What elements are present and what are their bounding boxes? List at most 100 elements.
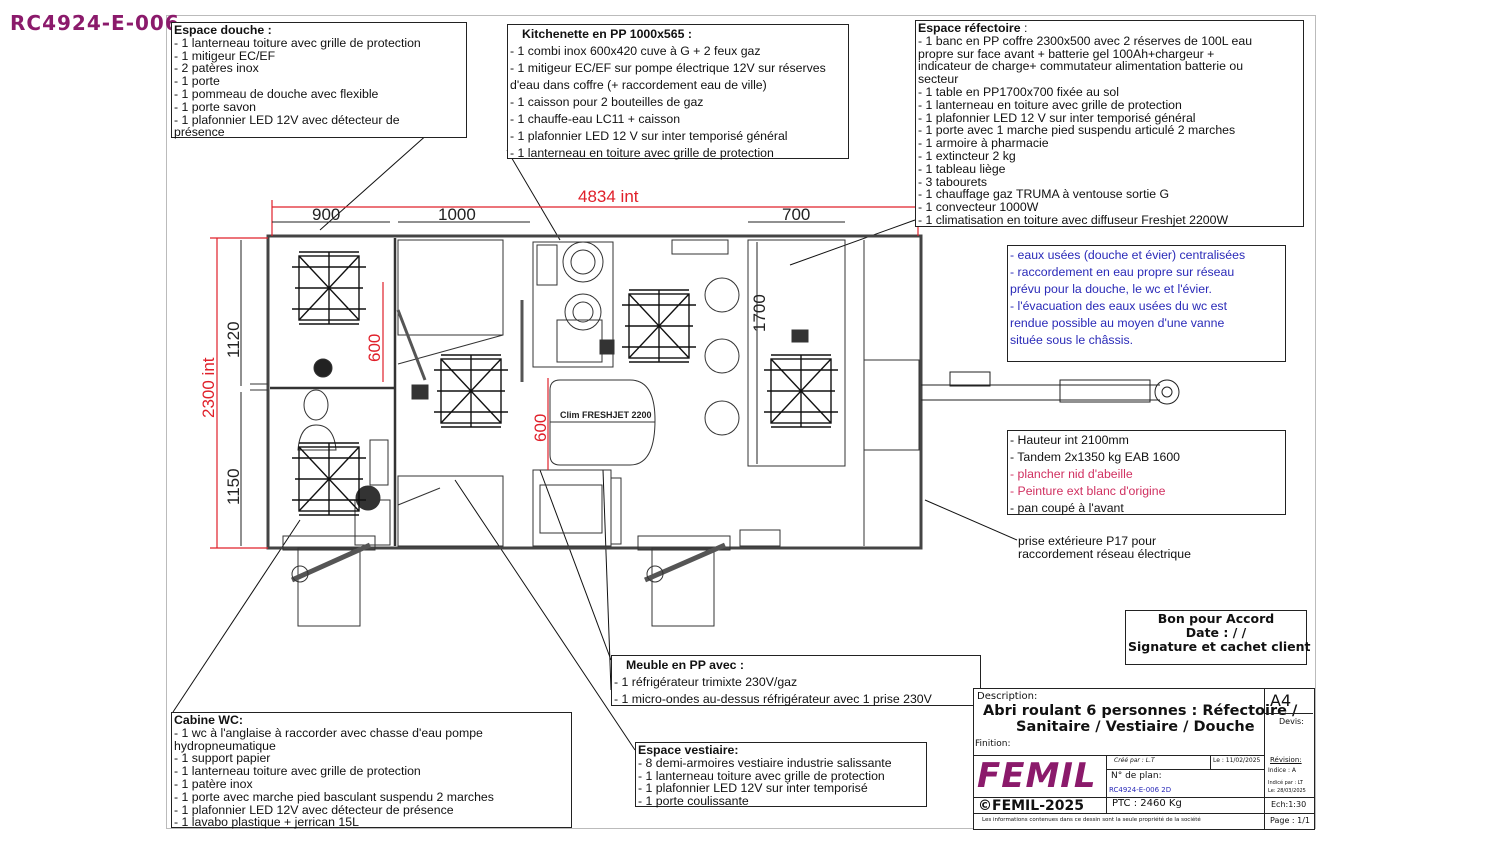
dim-total-length: 4834 int xyxy=(578,187,639,206)
note-title: Cabine WC: xyxy=(174,713,243,727)
note-title: Meuble en PP avec : xyxy=(626,658,745,672)
clim-label: Clim FRESHJET 2200 xyxy=(560,410,652,420)
note-line: - 1 support papier xyxy=(174,751,271,766)
note-line: située sous le châssis. xyxy=(1010,333,1134,347)
note-title: Kitchenette en PP 1000x565 : xyxy=(522,27,692,41)
description-line-2: Sanitaire / Vestiaire / Douche xyxy=(1016,719,1255,735)
sheet-frame xyxy=(166,15,1316,829)
femil-logo: FEMIL xyxy=(977,756,1097,796)
note-line: - 1 extincteur 2 kg xyxy=(918,148,1016,163)
note-eaux-usees: - eaux usées (douche et évier) centralis… xyxy=(1007,245,1286,362)
created-by: Créé par : L.T xyxy=(1114,757,1155,764)
note-line: - raccordement en eau propre sur réseau xyxy=(1010,265,1235,279)
chair-icon xyxy=(764,354,838,428)
note-kitchenette: Kitchenette en PP 1000x565 : - 1 combi i… xyxy=(507,24,849,160)
finition-label: Finition: xyxy=(975,739,1011,749)
created-date: Le : 11/02/2025 xyxy=(1213,757,1261,764)
note-line: - 1 micro-ondes au-dessus réfrigérateur … xyxy=(614,692,932,706)
plan-number: RC4924-E-006 2D xyxy=(1109,786,1172,794)
note-line: - 1 tableau liège xyxy=(918,161,1006,176)
note-line: - 1 caisson pour 2 bouteilles de gaz xyxy=(510,95,704,109)
note-line: prévu pour la douche, le wc et l'évier. xyxy=(1010,282,1212,296)
dim-700: 700 xyxy=(782,205,810,224)
dim-900: 900 xyxy=(312,205,340,224)
note-line: - 1 porte savon xyxy=(174,99,257,114)
dim-1000: 1000 xyxy=(438,205,476,224)
note-line: - 2 patères inox xyxy=(174,61,259,76)
approval-box: Bon pour Accord Date : / / Signature et … xyxy=(1125,610,1311,665)
spec-line: - Tandem 2x1350 kg EAB 1600 xyxy=(1010,450,1180,464)
chair-icon xyxy=(434,354,508,428)
chair-icon xyxy=(292,442,366,516)
note-title: Espace réfectoire xyxy=(918,21,1021,35)
note-line: - 1 porte avec 1 marche pied suspendu ar… xyxy=(918,123,1236,138)
note-line: - 1 plafonnier LED 12V avec détecteur de xyxy=(174,112,400,127)
note-line: - 1 patère inox xyxy=(174,776,253,791)
note-line: prise extérieure P17 pour xyxy=(1018,534,1157,548)
note-line: rendue possible au moyen d'une vanne xyxy=(1010,316,1225,330)
note-line: - 1 combi inox 600x420 cuve à G + 2 feux… xyxy=(510,44,761,58)
approval-signature: Signature et cachet client xyxy=(1128,639,1311,654)
note-line: indicateur de charge+ commutateur alimen… xyxy=(918,59,1244,74)
note-line: - 1 lanterneau toiture avec grille de pr… xyxy=(174,764,421,779)
dimensions-red xyxy=(210,200,919,549)
note-line: - 1 mitigeur EC/EF sur pompe électrique … xyxy=(510,61,826,75)
spec-line: - plancher nid d'abeille xyxy=(1010,467,1133,481)
outer-wall xyxy=(266,234,923,550)
note-line: - 1 banc en PP coffre 2300x500 avec 2 ré… xyxy=(918,33,1253,48)
note-line: - 1 porte coulissante xyxy=(638,794,749,809)
disclaimer: Les informations contenues dans ce dessi… xyxy=(982,817,1201,823)
dim-total-width: 2300 int xyxy=(199,357,218,418)
page-number: Page : 1/1 xyxy=(1270,816,1311,825)
note-line: - l'évacuation des eaux usées du wc est xyxy=(1010,299,1227,313)
revision-label: Révision: xyxy=(1270,756,1302,764)
title-block: Description: Abri roulant 6 personnes : … xyxy=(973,688,1315,830)
note-line: - eaux usées (douche et évier) centralis… xyxy=(1010,248,1246,262)
description-label: Description: xyxy=(977,691,1038,702)
note-line: hydropneumatique xyxy=(174,738,276,753)
note-line: - 1 plafonnier LED 12 V sur inter tempor… xyxy=(510,129,788,143)
note-cabine-wc: Cabine WC: - 1 wc à l'anglaise à raccord… xyxy=(171,712,572,829)
description-line-1: Abri roulant 6 personnes : Réfectoire / xyxy=(983,703,1298,719)
plan-number-label: N° de plan: xyxy=(1111,771,1162,781)
chair-icon xyxy=(292,251,366,325)
note-line: secteur xyxy=(918,72,959,87)
dim-1120: 1120 xyxy=(224,321,243,358)
note-line: - 8 demi-armoires vestiaire industrie sa… xyxy=(638,755,892,770)
document-id: RC4924-E-006 xyxy=(10,11,180,35)
approval-date: Date : / / xyxy=(1185,625,1247,640)
note-line: - 1 climatisation en toiture avec diffus… xyxy=(918,212,1229,227)
note-title-suffix: : xyxy=(1020,21,1028,35)
note-line: raccordement réseau électrique xyxy=(1018,546,1191,561)
spec-line: - Hauteur int 2100mm xyxy=(1010,433,1129,447)
note-espace-refectoire: Espace réfectoire : - 1 banc en PP coffr… xyxy=(915,20,1304,227)
note-line: - 1 table en PP1700x700 fixée au sol xyxy=(918,84,1119,99)
scale: Ech:1:30 xyxy=(1271,800,1307,809)
note-line: - 1 pommeau de douche avec flexible xyxy=(174,86,379,101)
note-line: - 1 plafonnier LED 12 V sur inter tempor… xyxy=(918,110,1196,125)
note-line: - 1 lanterneau toiture avec grille de pr… xyxy=(638,768,885,783)
note-line: - 1 mitigeur EC/EF xyxy=(174,48,276,63)
note-line: - 1 lanterneau toiture avec grille de pr… xyxy=(174,35,421,50)
chair-icon xyxy=(622,289,696,363)
note-line: - 1 lanterneau en toiture avec grille de… xyxy=(918,97,1182,112)
note-line: - 1 wc à l'anglaise à raccorder avec cha… xyxy=(174,725,483,740)
spec-line: - pan coupé à l'avant xyxy=(1010,501,1124,515)
note-meuble: Meuble en PP avec : - 1 réfrigérateur tr… xyxy=(611,655,981,706)
note-line: - 3 tabourets xyxy=(918,174,988,189)
dimensions-black xyxy=(240,221,845,546)
paper-format: A4 xyxy=(1270,691,1292,710)
note-line: - 1 réfrigérateur trimixte 230V/gaz xyxy=(614,675,798,689)
spec-line: - Peinture ext blanc d'origine xyxy=(1010,484,1166,498)
copyright: ©FEMIL-2025 xyxy=(978,798,1084,814)
dim-600-door: 600 xyxy=(365,334,384,362)
note-line: - 1 chauffage gaz TRUMA à ventouse sorti… xyxy=(918,187,1170,202)
note-line: propre sur face avant + batterie gel 100… xyxy=(918,46,1215,61)
note-line: - 1 chauffe-eau LC11 + caisson xyxy=(510,112,681,126)
drawbar xyxy=(921,371,1180,405)
ptc-weight: PTC : 2460 Kg xyxy=(1112,798,1182,809)
note-title: Espace douche : xyxy=(174,23,272,37)
